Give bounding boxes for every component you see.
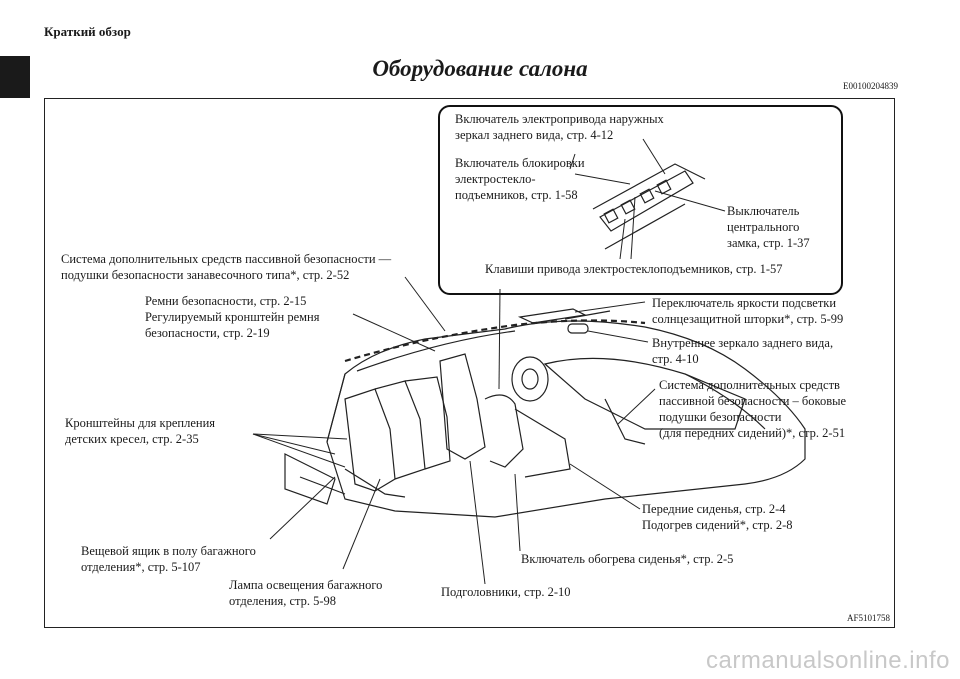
label-inner-mirror: Внутреннее зеркало заднего вида,стр. 4-1… bbox=[652, 336, 834, 366]
document-code: E00100204839 bbox=[843, 81, 898, 91]
section-tab-marker bbox=[0, 56, 30, 98]
label-headrests: Подголовники, стр. 2-10 bbox=[441, 585, 571, 599]
label-curtain-airbags: Система дополнительных средств пассивной… bbox=[61, 252, 392, 282]
label-window-keys: Клавиши привода электростеклоподъемников… bbox=[485, 262, 783, 276]
figure-code: AF5101758 bbox=[846, 613, 890, 623]
section-header: Краткий обзор bbox=[44, 24, 131, 39]
car-interior-illustration bbox=[252, 138, 806, 585]
watermark: carmanualsonline.info bbox=[706, 647, 950, 674]
label-seat-heater-switch: Включатель обогрева сиденья*, стр. 2-5 bbox=[521, 552, 734, 566]
door-switch-callout-box bbox=[438, 105, 843, 295]
page-title: Оборудование салона bbox=[372, 56, 588, 81]
